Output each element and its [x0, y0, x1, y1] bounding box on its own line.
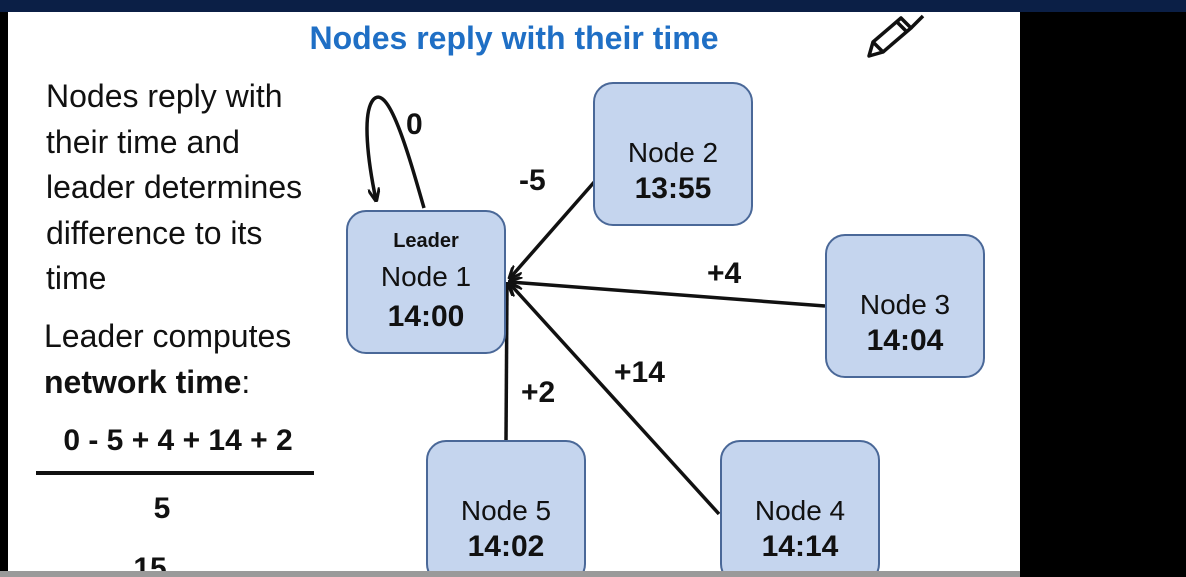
slide-title: Nodes reply with their time [309, 20, 719, 56]
node-time: 14:14 [761, 530, 839, 563]
compute-colon: : [241, 363, 251, 400]
compute-text: Leader computes network time: [44, 314, 344, 405]
pencil-icon[interactable] [863, 14, 933, 62]
description-line: Nodes reply with [46, 78, 283, 114]
node-time: 14:00 [387, 300, 465, 333]
arrow-node2 [510, 178, 598, 278]
node-4: Node 4 14:14 [720, 440, 880, 577]
slide: Nodes reply with their time Nodes reply … [8, 12, 1020, 577]
node-2: Node 2 13:55 [593, 82, 753, 226]
node-name: Node 1 [380, 261, 472, 292]
node-name: Node 2 [627, 137, 719, 168]
edge-label-node2: -5 [519, 164, 546, 197]
formula-denominator: 5 [153, 492, 171, 525]
node-name: Node 5 [460, 495, 552, 526]
description-line: leader determines [46, 169, 303, 205]
description-text: Nodes reply with their time and leader d… [46, 74, 346, 302]
top-bar [0, 0, 1186, 12]
description-line: their time and [46, 123, 240, 160]
description-line: time [46, 260, 107, 296]
formula-numerator: 0 - 5 + 4 + 14 + 2 [63, 424, 293, 457]
node-time: 14:02 [467, 530, 545, 563]
node-3: Node 3 14:04 [825, 234, 985, 378]
node-5: Node 5 14:02 [426, 440, 586, 577]
edge-label-self: 0 [406, 108, 423, 141]
fraction-bar [36, 471, 314, 475]
arrow-node5 [506, 284, 507, 441]
node-time: 14:04 [866, 324, 944, 357]
network-time-label: network time [44, 363, 242, 400]
self-loop-arrow [365, 95, 426, 209]
node-name: Node 4 [754, 495, 846, 526]
compute-line-1: Leader computes [44, 318, 292, 354]
diagram-arrows [365, 95, 826, 516]
compute-line-2: network time: [44, 360, 344, 406]
node-name: Node 3 [859, 289, 951, 320]
edge-label-node5: +2 [521, 376, 556, 409]
edge-label-node3: +4 [707, 257, 742, 290]
edge-label-node4: +14 [614, 356, 665, 389]
arrow-node3 [510, 282, 826, 308]
node-time: 13:55 [634, 172, 712, 205]
leader-node: Leader Node 1 14:00 [346, 210, 506, 354]
leader-label: Leader [393, 230, 459, 252]
arrow-node4 [510, 284, 721, 516]
bottom-bar [0, 571, 1020, 577]
description-line: difference to its [46, 214, 263, 251]
